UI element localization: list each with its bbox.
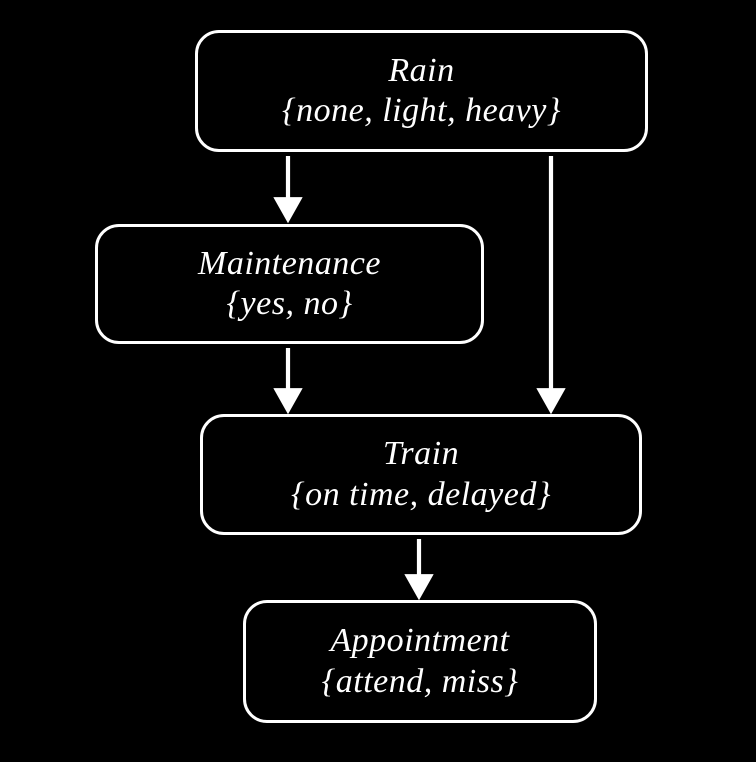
node-appointment[interactable]: Appointment {attend, miss} bbox=[243, 600, 597, 723]
node-maintenance[interactable]: Maintenance {yes, no} bbox=[95, 224, 484, 344]
node-maintenance-states: {yes, no} bbox=[226, 285, 353, 322]
node-rain-states: {none, light, heavy} bbox=[282, 92, 561, 129]
node-train-label: Train bbox=[382, 435, 460, 473]
node-rain-label: Rain bbox=[388, 51, 455, 89]
node-rain[interactable]: Rain {none, light, heavy} bbox=[195, 30, 648, 152]
node-appointment-states: {attend, miss} bbox=[321, 662, 519, 700]
node-train[interactable]: Train {on time, delayed} bbox=[200, 414, 642, 535]
node-train-states: {on time, delayed} bbox=[291, 475, 551, 513]
node-appointment-label: Appointment bbox=[330, 622, 510, 660]
node-maintenance-label: Maintenance bbox=[198, 244, 381, 282]
